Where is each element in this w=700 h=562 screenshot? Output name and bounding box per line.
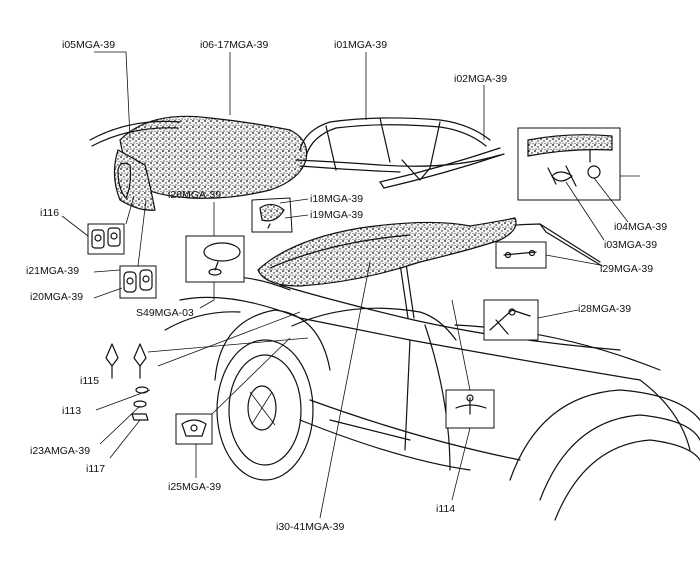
part-i29 [495,241,547,269]
tonneau-cover [257,217,517,287]
label-i23a: i23AMGA-39 [30,445,90,457]
fastener-inset [517,127,621,201]
part-i114 [445,389,495,429]
label-i30-41: i30-41MGA-39 [276,521,344,533]
label-i25: i25MGA-39 [168,481,221,493]
label-i04: i04MGA-39 [614,221,667,233]
label-i20: i20MGA-39 [30,291,83,303]
label-i114: i114 [436,503,455,515]
washers [131,386,149,421]
part-i116 [87,223,125,255]
label-i28: i28MGA-39 [578,303,631,315]
studs-i115 [105,343,147,379]
label-i21: i21MGA-39 [26,265,79,277]
side-strip [379,147,505,189]
label-i113: i113 [62,405,81,417]
label-i29: i29MGA-39 [600,263,653,275]
hood-frame [295,117,501,181]
label-i01: i01MGA-39 [334,39,387,51]
label-i18: i18MGA-39 [310,193,363,205]
label-i05: i05MGA-39 [62,39,115,51]
brackets-i18-i19 [251,197,293,233]
label-i116: i116 [40,207,59,219]
label-s49: S49MGA-03 [136,307,194,319]
part-i25 [175,413,213,445]
label-i06-17: i06-17MGA-39 [200,39,268,51]
rear-rail-strip [89,120,181,147]
label-i19: i19MGA-39 [310,209,363,221]
part-i21-i20 [119,265,157,299]
part-labels: i05MGA-39 i06-17MGA-39 i01MGA-39 i02MGA-… [26,39,667,533]
label-i115: i115 [80,375,99,387]
soft-top [113,115,308,211]
label-i26: i26MGA-39 [168,189,221,201]
part-i28 [483,299,539,341]
button-i26 [185,235,245,283]
label-i02: i02MGA-39 [454,73,507,85]
leader-lines [61,51,640,519]
label-i03: i03MGA-39 [604,239,657,251]
label-i117: i117 [86,463,105,475]
